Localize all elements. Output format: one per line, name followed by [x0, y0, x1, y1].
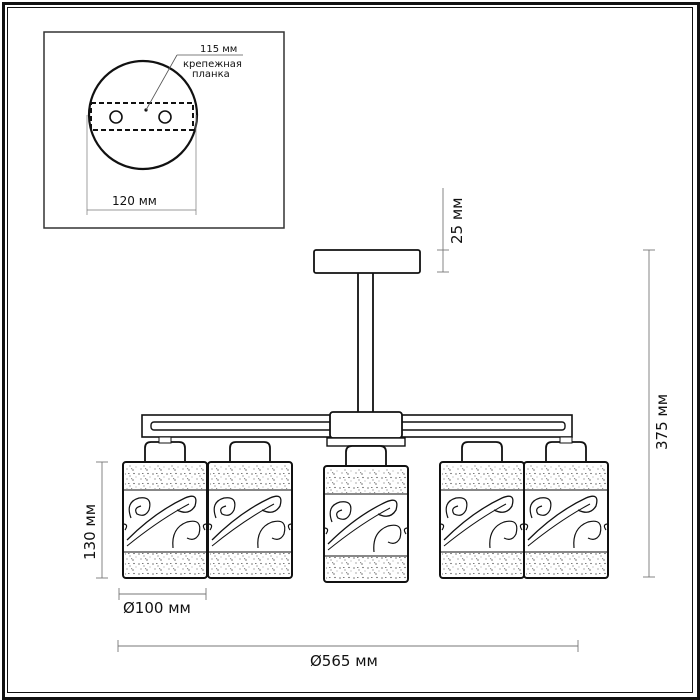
shade-1	[122, 441, 208, 579]
shade-height-label: 130 мм	[81, 504, 99, 560]
dimension-total-diameter	[117, 640, 579, 652]
canopy-height-label: 25 мм	[448, 198, 466, 245]
shade-diameter-label: Ø100 мм	[123, 599, 191, 617]
dimension-shade-height	[96, 461, 108, 579]
total-height-label: 375 мм	[653, 394, 671, 450]
shade-5	[523, 441, 609, 579]
plate-dimension-label: 115 мм	[200, 44, 237, 55]
dimension-canopy-height	[437, 188, 449, 273]
inner-frame	[7, 7, 693, 693]
canopy-dimension-label: 120 мм	[112, 194, 157, 208]
plate-label-line1: крепежная	[183, 59, 242, 70]
total-diameter-label: Ø565 мм	[310, 652, 378, 670]
shade-4	[439, 441, 525, 579]
shade-3	[323, 445, 409, 583]
canopy	[313, 249, 421, 412]
canopy-inset	[43, 31, 285, 229]
plate-label-line2: планка	[192, 69, 230, 80]
dimension-shade-diameter	[118, 588, 207, 600]
dimension-total-height	[643, 249, 655, 578]
shade-2	[207, 441, 293, 579]
